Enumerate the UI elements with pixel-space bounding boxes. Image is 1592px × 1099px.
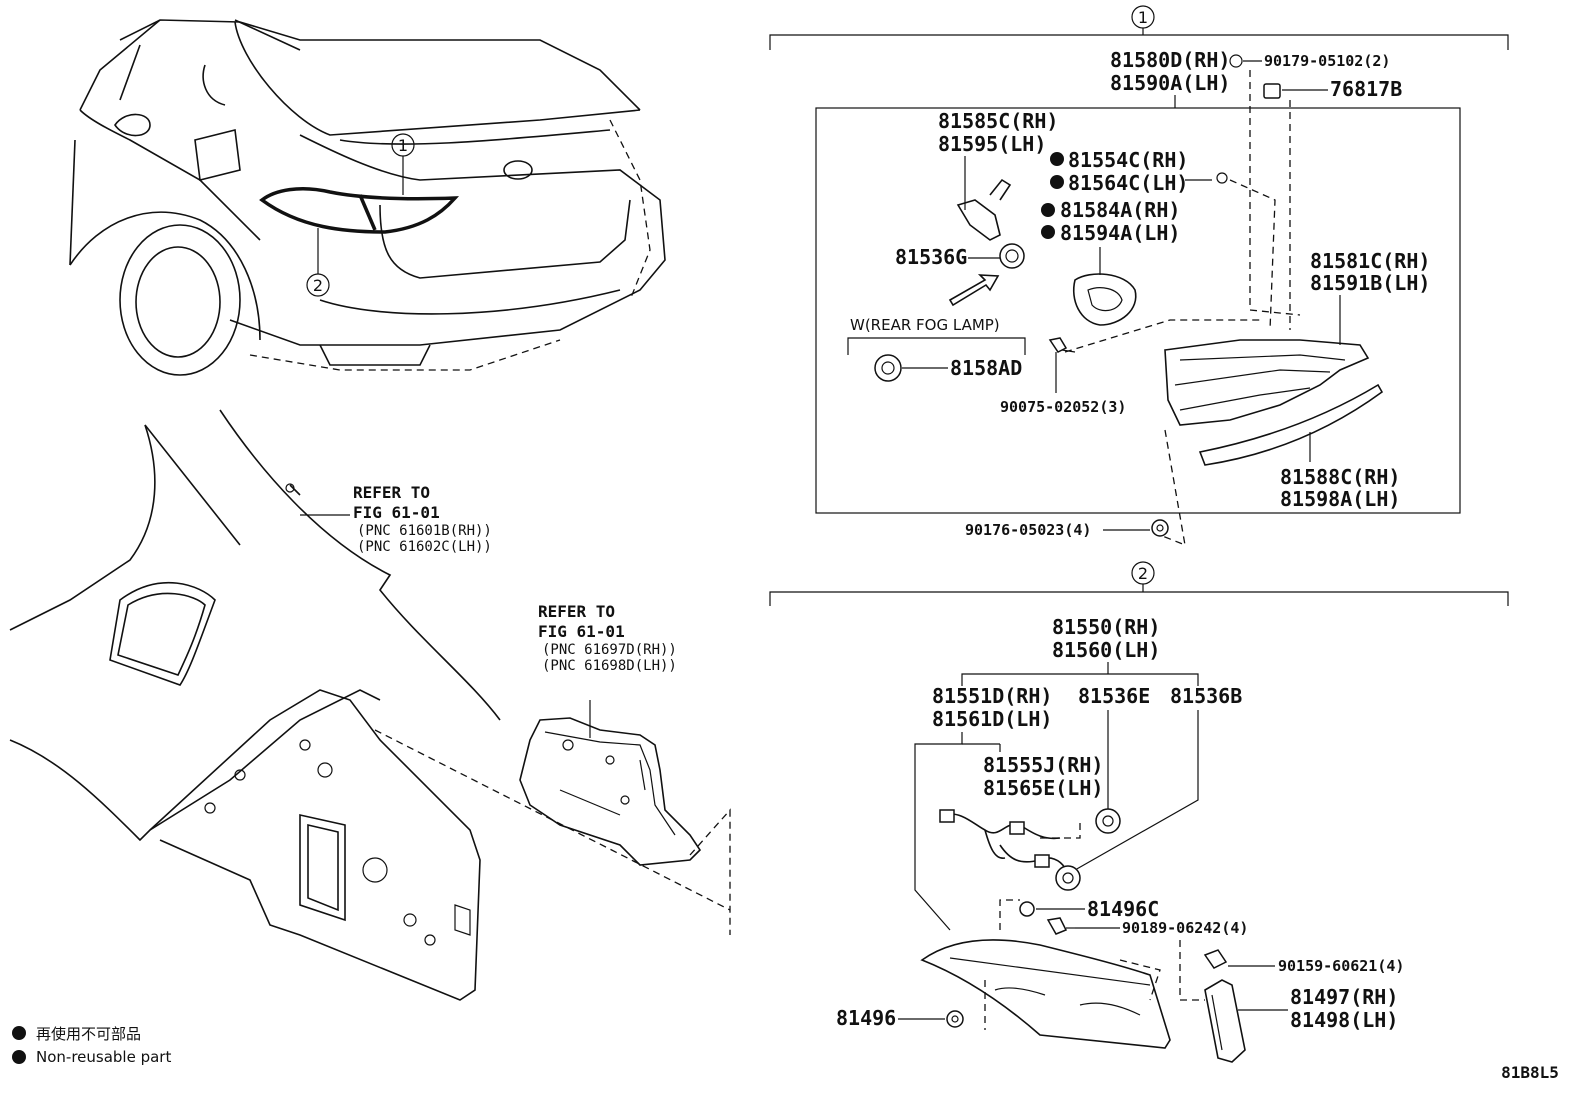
refer-note-extension-panel: REFER TO FIG 61-01 (PNC 61697D(RH)) (PNC…	[538, 602, 677, 674]
refer1-line1: REFER TO	[353, 483, 430, 502]
section-2-tail-lamp-assembly: 2 81550(RH) 81560(LH) 81551D(RH) 81561D(…	[769, 561, 1509, 1063]
quarter-panel-illustration	[9, 409, 731, 1001]
legend-japanese: 再使用不可部品	[36, 1025, 141, 1043]
part-81536G: 81536G	[895, 245, 967, 269]
part-81581-lh: 81591B(LH)	[1310, 271, 1430, 295]
part-90176: 90176-05023(4)	[965, 521, 1091, 539]
part-81554-lh: 81564C(LH)	[1068, 171, 1188, 195]
callout-1-header: 1	[1138, 8, 1148, 27]
refer2-line1: REFER TO	[538, 602, 615, 621]
part-81555-lh: 81565E(LH)	[983, 776, 1103, 800]
part-81584-lh: 81594A(LH)	[1060, 221, 1180, 245]
part-90189: 90189-06242(4)	[1122, 919, 1248, 937]
refer2-line2: FIG 61-01	[538, 622, 625, 641]
refer-note-quarter-panel: REFER TO FIG 61-01 (PNC 61601B(RH)) (PNC…	[300, 483, 492, 555]
part-90075: 90075-02052(3)	[1000, 398, 1126, 416]
part-81580-lh: 81590A(LH)	[1110, 71, 1230, 95]
part-81555-rh: 81555J(RH)	[983, 753, 1103, 777]
part-81536E: 81536E	[1078, 684, 1150, 708]
part-81496: 81496	[836, 1006, 896, 1030]
part-81581-rh: 81581C(RH)	[1310, 249, 1430, 273]
part-81551-lh: 81561D(LH)	[932, 707, 1052, 731]
part-76817: 76817B	[1330, 77, 1402, 101]
part-8158AD: 8158AD	[950, 356, 1022, 380]
legend: 再使用不可部品 Non-reusable part	[12, 1025, 171, 1066]
callout-2-header: 2	[1138, 564, 1148, 583]
part-81585-lh: 81595(LH)	[938, 132, 1046, 156]
part-81588-rh: 81588C(RH)	[1280, 465, 1400, 489]
part-81536B: 81536B	[1170, 684, 1242, 708]
part-81497-lh: 81498(LH)	[1290, 1008, 1398, 1032]
part-81551-rh: 81551D(RH)	[932, 684, 1052, 708]
part-81554-rh: 81554C(RH)	[1068, 148, 1188, 172]
legend-english: Non-reusable part	[36, 1048, 171, 1066]
car-rear-illustration: 1 2	[69, 19, 666, 376]
extension-panel-illustration	[519, 700, 731, 935]
part-90159: 90159-60621(4)	[1278, 957, 1404, 975]
diagram-code: 81B8L5	[1501, 1063, 1559, 1082]
refer2-pnc-lh: (PNC 61698D(LH))	[542, 658, 677, 674]
part-81584-rh: 81584A(RH)	[1060, 198, 1180, 222]
part-90179: 90179-05102(2)	[1264, 52, 1390, 70]
refer1-pnc-rh: (PNC 61601B(RH))	[357, 523, 492, 539]
part-81588-lh: 81598A(LH)	[1280, 487, 1400, 511]
part-81497-rh: 81497(RH)	[1290, 985, 1398, 1009]
part-81496C: 81496C	[1087, 897, 1159, 921]
part-81585-rh: 81585C(RH)	[938, 109, 1058, 133]
part-81580-rh: 81580D(RH)	[1110, 48, 1230, 72]
refer2-pnc-rh: (PNC 61697D(RH))	[542, 642, 677, 658]
part-81550-lh: 81560(LH)	[1052, 638, 1160, 662]
section-1-tail-lamp-assembly: 1 81580D(RH) 81590A(LH) 90179-05102(2) 7…	[769, 5, 1509, 547]
callout-2-car: 2	[313, 276, 323, 295]
callout-1-car: 1	[398, 136, 408, 155]
part-81550-rh: 81550(RH)	[1052, 615, 1160, 639]
label-rear-fog-lamp: W(REAR FOG LAMP)	[850, 316, 1000, 334]
refer1-line2: FIG 61-01	[353, 503, 440, 522]
refer1-pnc-lh: (PNC 61602C(LH))	[357, 539, 492, 555]
